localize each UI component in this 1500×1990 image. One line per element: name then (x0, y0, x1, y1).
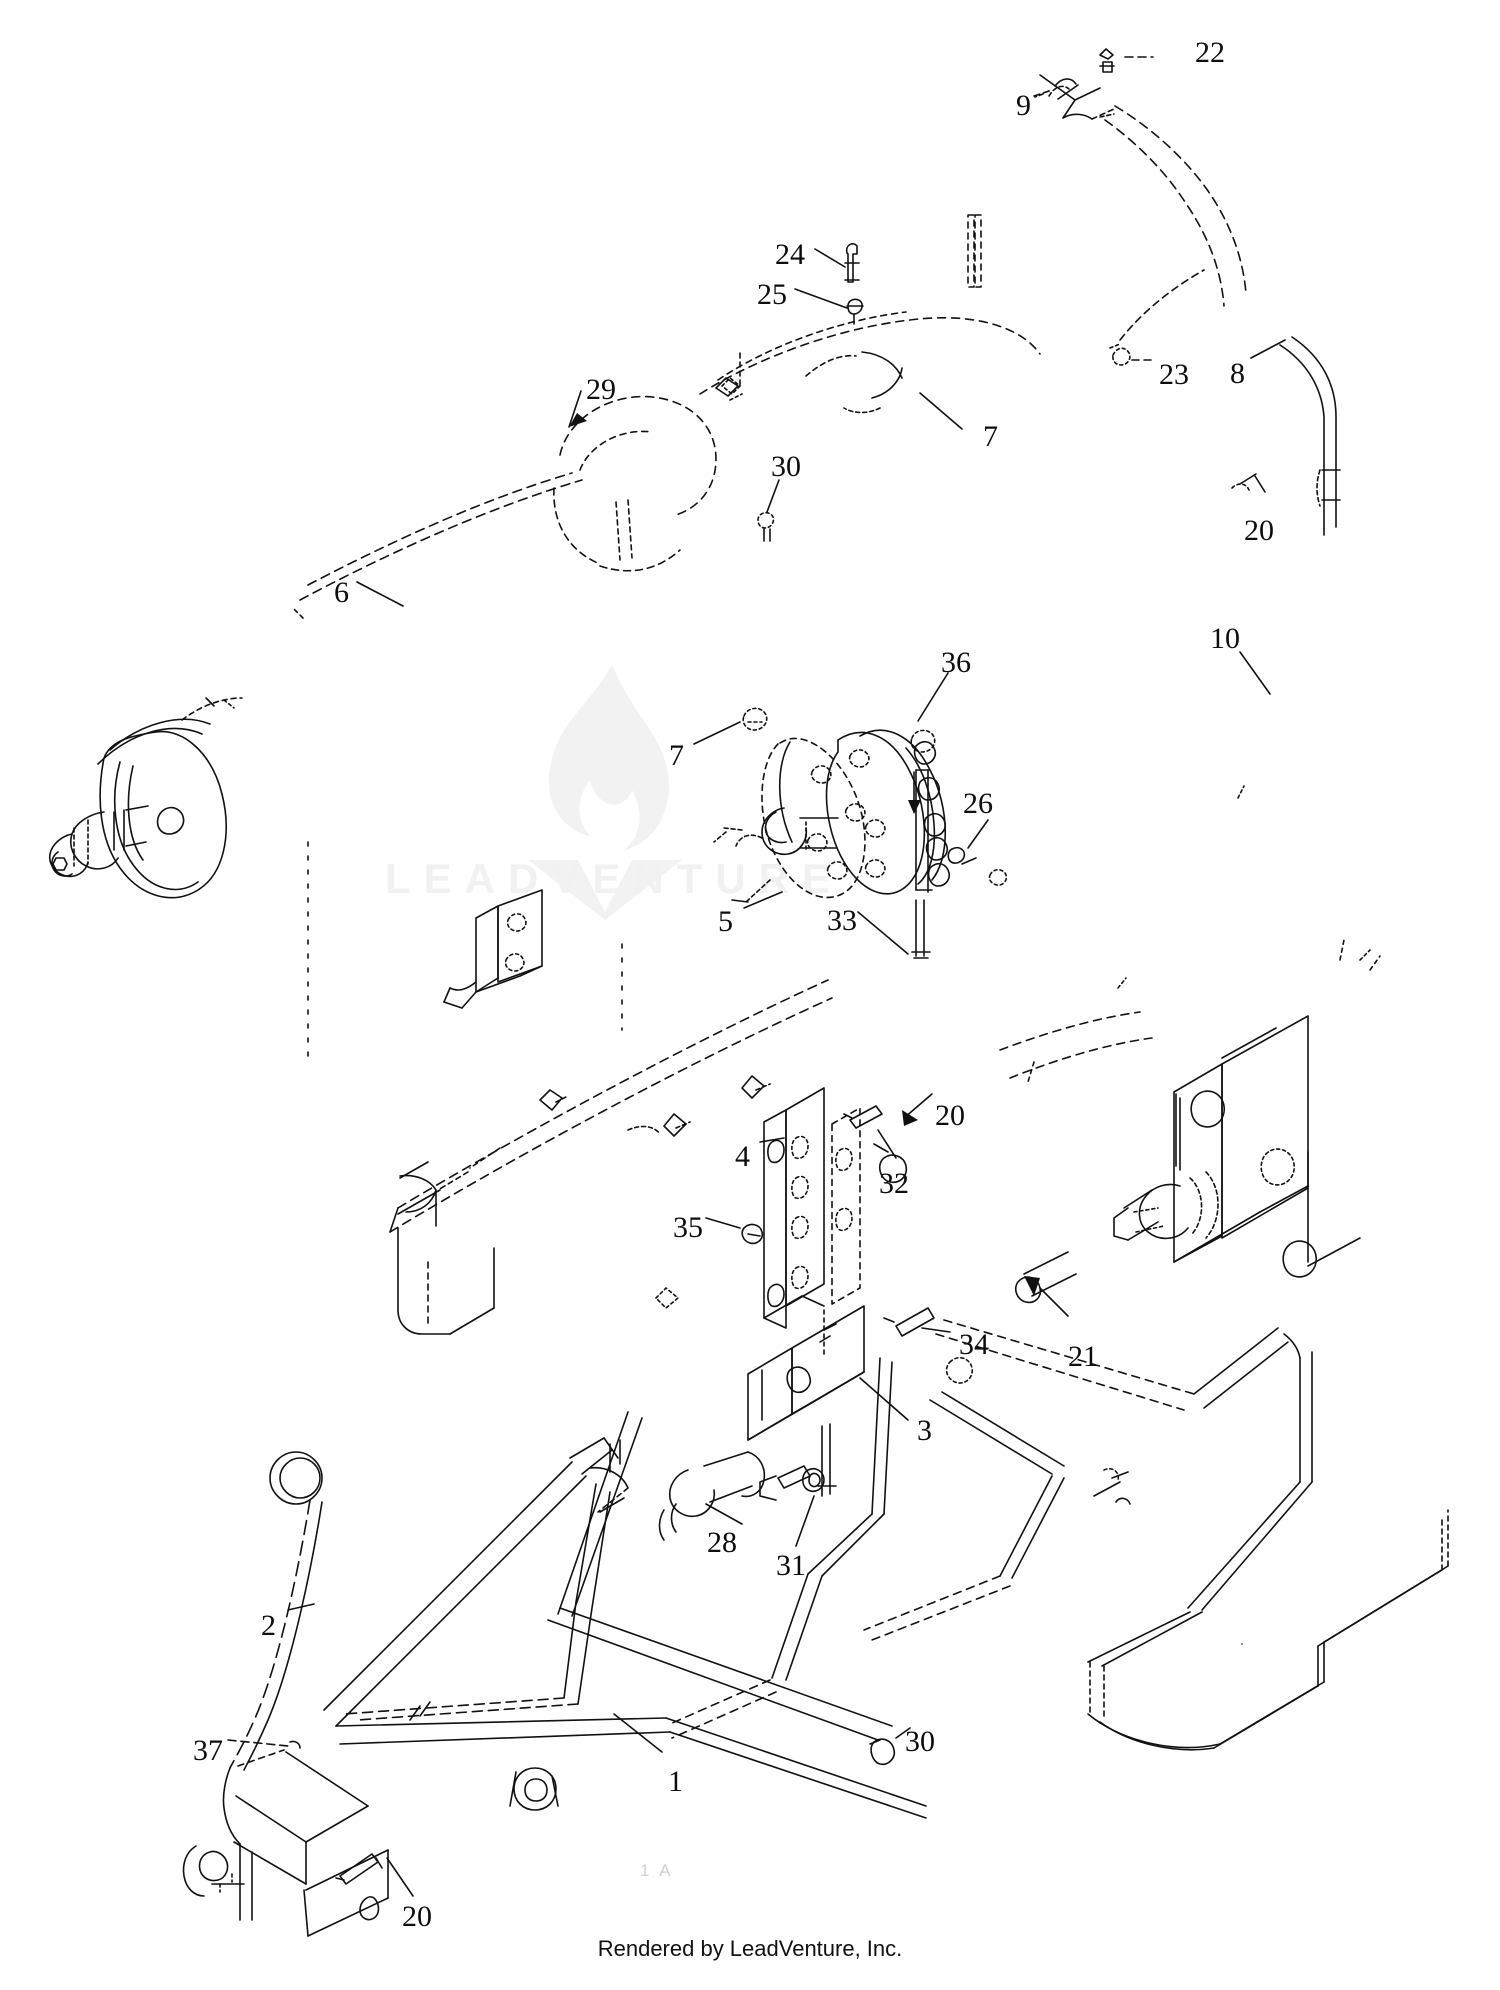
callout-26: 26 (963, 787, 993, 820)
callout-4: 4 (735, 1140, 750, 1173)
callout-5: 5 (718, 905, 733, 938)
callout-2: 2 (261, 1609, 276, 1642)
callout-9: 9 (1016, 89, 1031, 122)
deck-panel-group (389, 939, 1381, 1335)
slotted-upright-plate (705, 1087, 933, 1329)
callout-30-upper: 30 (771, 450, 801, 483)
callout-25: 25 (757, 278, 787, 311)
callout-1: 1 (668, 1765, 683, 1798)
callout-32: 32 (879, 1167, 909, 1200)
callout-3: 3 (917, 1414, 932, 1447)
faint-drawing-code: 1 A (640, 1861, 674, 1880)
fasteners-24-25 (794, 243, 864, 325)
left-wheel-hub-assembly (48, 697, 243, 899)
callout-23: 23 (1159, 358, 1189, 391)
upper-center-housing (292, 311, 1041, 619)
callout-22: 22 (1195, 36, 1225, 69)
center-mounting-block (747, 1251, 1077, 1497)
scattered-fasteners (721, 377, 1371, 1505)
callout-31: 31 (776, 1549, 806, 1582)
callout-20-center: 20 (935, 1099, 965, 1132)
callout-21: 21 (1068, 1340, 1098, 1373)
callout-7-motor: 7 (669, 739, 684, 772)
callout-37: 37 (193, 1734, 223, 1767)
upper-right-hose-group (967, 48, 1341, 536)
leadventure-wordmark-watermark: LEADVENTURE (385, 855, 844, 902)
lv-flame-logo-watermark (528, 665, 682, 920)
callout-10: 10 (1210, 622, 1240, 655)
callout-33: 33 (827, 904, 857, 937)
callout-24: 24 (775, 238, 805, 271)
callout-36: 36 (941, 646, 971, 679)
callout-8: 8 (1230, 357, 1245, 390)
callout-20-upper-right: 20 (1244, 514, 1274, 547)
small-bracket-left (307, 841, 623, 1063)
callout-20-lower: 20 (402, 1900, 432, 1933)
callout-30-lower: 30 (905, 1725, 935, 1758)
right-mounting-plate (1113, 651, 1361, 1645)
hydraulic-motor-assembly (693, 672, 1008, 959)
main-frame-assembly (182, 1287, 1449, 1937)
callout-6: 6 (334, 576, 349, 609)
callout-28: 28 (707, 1526, 737, 1559)
callout-7-upper: 7 (983, 420, 998, 453)
callout-29: 29 (586, 373, 616, 406)
footer-credit: Rendered by LeadVenture, Inc. (597, 1936, 903, 1961)
callout-34: 34 (959, 1328, 989, 1361)
callout-35: 35 (673, 1211, 703, 1244)
